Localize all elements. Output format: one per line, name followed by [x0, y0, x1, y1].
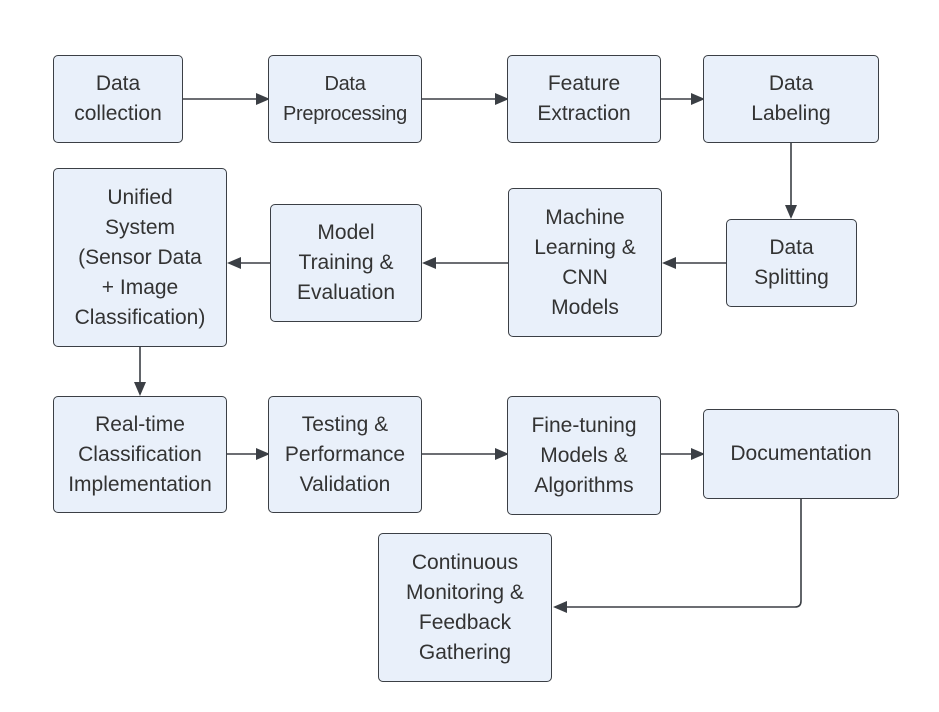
- node-data-splitting-label: Data Splitting: [754, 236, 829, 289]
- node-feature-extraction-label: Feature Extraction: [537, 72, 631, 125]
- node-ml-cnn-models-label: Machine Learning & CNN Models: [534, 205, 636, 319]
- node-unified-system-label: Unified System (Sensor Data + Image Clas…: [74, 185, 206, 329]
- node-realtime-classification[interactable]: Real-time Classification Implementation: [53, 396, 227, 513]
- node-data-labeling-label: Data Labeling: [751, 72, 831, 125]
- node-realtime-classification-label: Real-time Classification Implementation: [68, 412, 212, 496]
- node-fine-tuning-label: Fine-tuning Models & Algorithms: [531, 413, 637, 497]
- node-unified-system[interactable]: Unified System (Sensor Data + Image Clas…: [53, 168, 227, 347]
- node-testing-validation[interactable]: Testing & Performance Validation: [268, 396, 422, 513]
- edge-documentation-to-monitoring: [553, 499, 802, 613]
- node-data-collection[interactable]: Data collection: [53, 55, 183, 143]
- node-testing-validation-label: Testing & Performance Validation: [284, 412, 406, 496]
- node-fine-tuning[interactable]: Fine-tuning Models & Algorithms: [507, 396, 661, 515]
- node-continuous-monitoring-label: Continuous Monitoring & Feedback Gatheri…: [406, 550, 524, 664]
- node-ml-cnn-models[interactable]: Machine Learning & CNN Models: [508, 188, 662, 337]
- node-data-collection-label: Data collection: [74, 72, 162, 125]
- node-data-splitting[interactable]: Data Splitting: [726, 219, 857, 307]
- node-documentation[interactable]: Documentation: [703, 409, 899, 499]
- node-data-preprocessing-label: Data Preprocessing: [283, 73, 407, 125]
- node-model-training-label: Model Training & Evaluation: [296, 221, 396, 304]
- node-model-training[interactable]: Model Training & Evaluation: [270, 204, 422, 322]
- node-data-labeling[interactable]: Data Labeling: [703, 55, 879, 143]
- node-feature-extraction[interactable]: Feature Extraction: [507, 55, 661, 143]
- node-documentation-label: Documentation: [730, 442, 872, 465]
- node-continuous-monitoring[interactable]: Continuous Monitoring & Feedback Gatheri…: [378, 533, 552, 682]
- node-data-preprocessing[interactable]: Data Preprocessing: [268, 55, 422, 143]
